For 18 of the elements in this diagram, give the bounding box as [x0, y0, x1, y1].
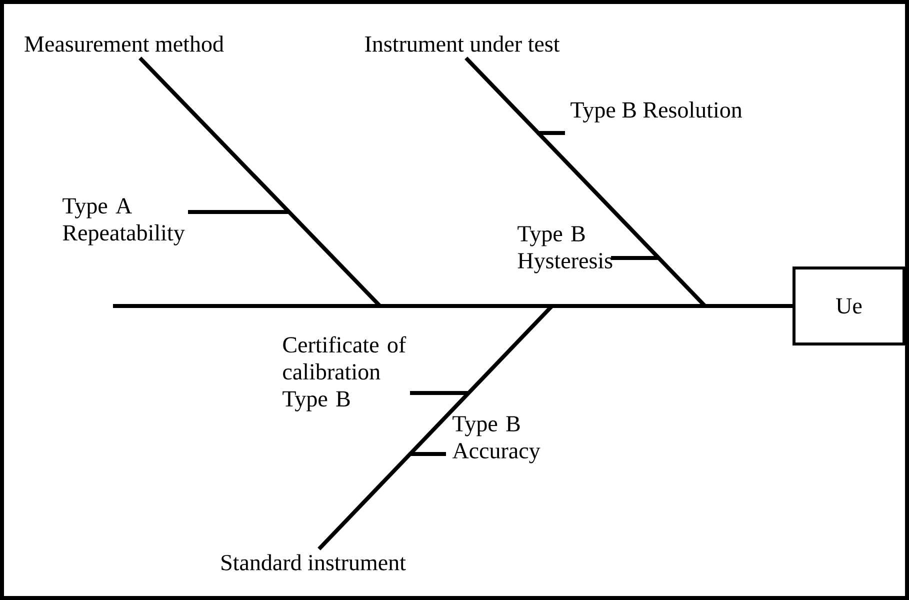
spine-line [113, 304, 793, 308]
bone-line [138, 56, 382, 308]
cause-label: Type B Accuracy [452, 416, 540, 464]
cause-label: Standard instrument [222, 554, 406, 570]
branch-line [410, 391, 469, 395]
cause-label: Instrument under test [365, 36, 560, 52]
cause-label: Type A Repeatability [62, 198, 185, 246]
effect-box: Ue [792, 266, 906, 346]
cause-label: Type B Resolution [570, 102, 742, 122]
branch-line [410, 452, 446, 456]
cause-label: Type B Hysteresis [518, 226, 612, 274]
branch-line [188, 210, 289, 214]
cause-label: Measurement method [24, 36, 224, 52]
branch-line [611, 256, 658, 260]
bone-line [464, 56, 706, 308]
cause-label: Certificate of calibration Type B [282, 336, 406, 412]
branch-line [537, 131, 565, 135]
bone-line [318, 304, 554, 550]
